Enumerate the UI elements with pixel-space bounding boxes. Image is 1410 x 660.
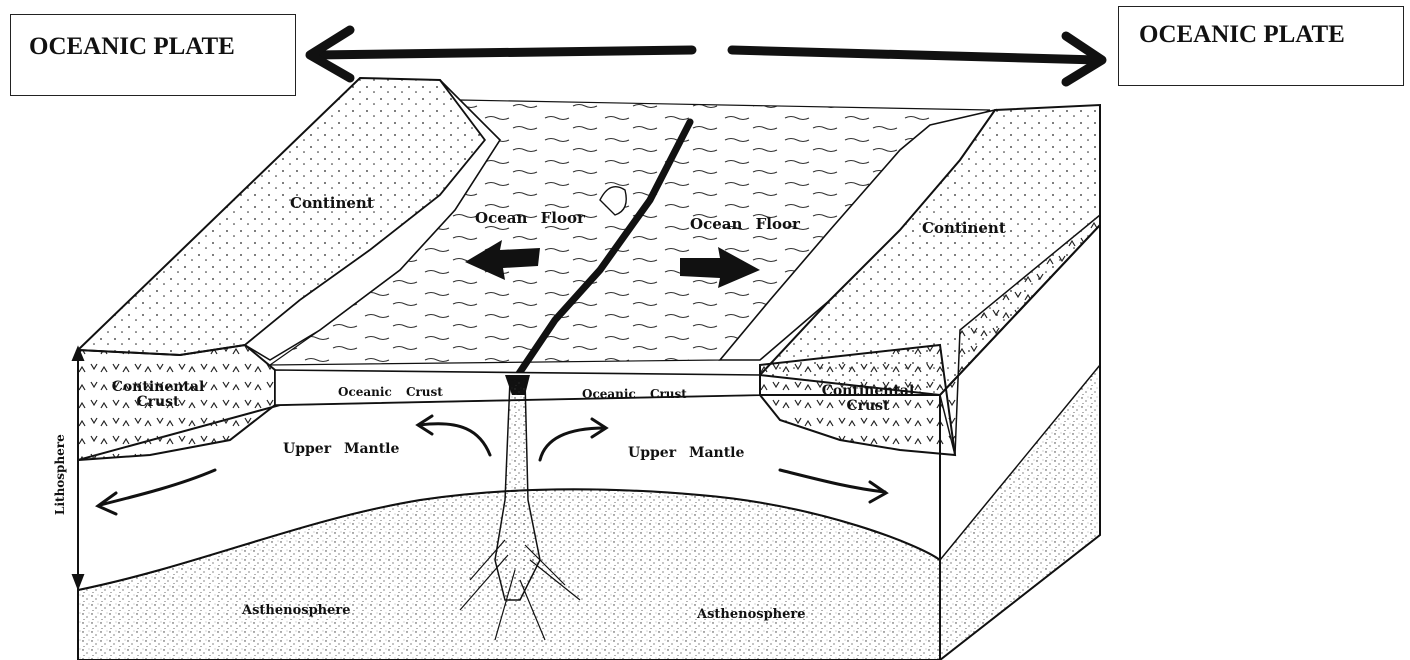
left-plate-label: OCEANIC PLATE (29, 33, 235, 61)
upper-mantle-right-label: Upper Mantle (628, 446, 744, 461)
right-plate-label: OCEANIC PLATE (1139, 21, 1345, 49)
oceanic-crust-right-label: Oceanic Crust (582, 388, 687, 401)
lithosphere-label: Lithosphere (54, 434, 67, 515)
ocean-floor-left-label: Ocean Floor (475, 210, 585, 227)
arrow-left-shaft (315, 50, 692, 55)
upper-mantle-left-label: Upper Mantle (283, 442, 399, 457)
arrow-right-shaft (732, 50, 1098, 60)
asthenosphere-left-label: Asthenosphere (242, 604, 351, 618)
right-plate-label-box: OCEANIC PLATE (1118, 6, 1404, 86)
ocean-floor-right-label: Ocean Floor (690, 216, 800, 233)
continental-crust-right-label: Continental Crust (818, 384, 918, 415)
divergence-arrows (310, 30, 1102, 82)
asthenosphere-right-label: Asthenosphere (697, 608, 806, 622)
continent-right-label: Continent (922, 220, 1006, 237)
continent-left-label: Continent (290, 195, 374, 212)
left-plate-label-box: OCEANIC PLATE (10, 14, 296, 96)
oceanic-crust-left-label: Oceanic Crust (338, 386, 443, 399)
continental-crust-left-label: Continental Crust (108, 380, 208, 411)
